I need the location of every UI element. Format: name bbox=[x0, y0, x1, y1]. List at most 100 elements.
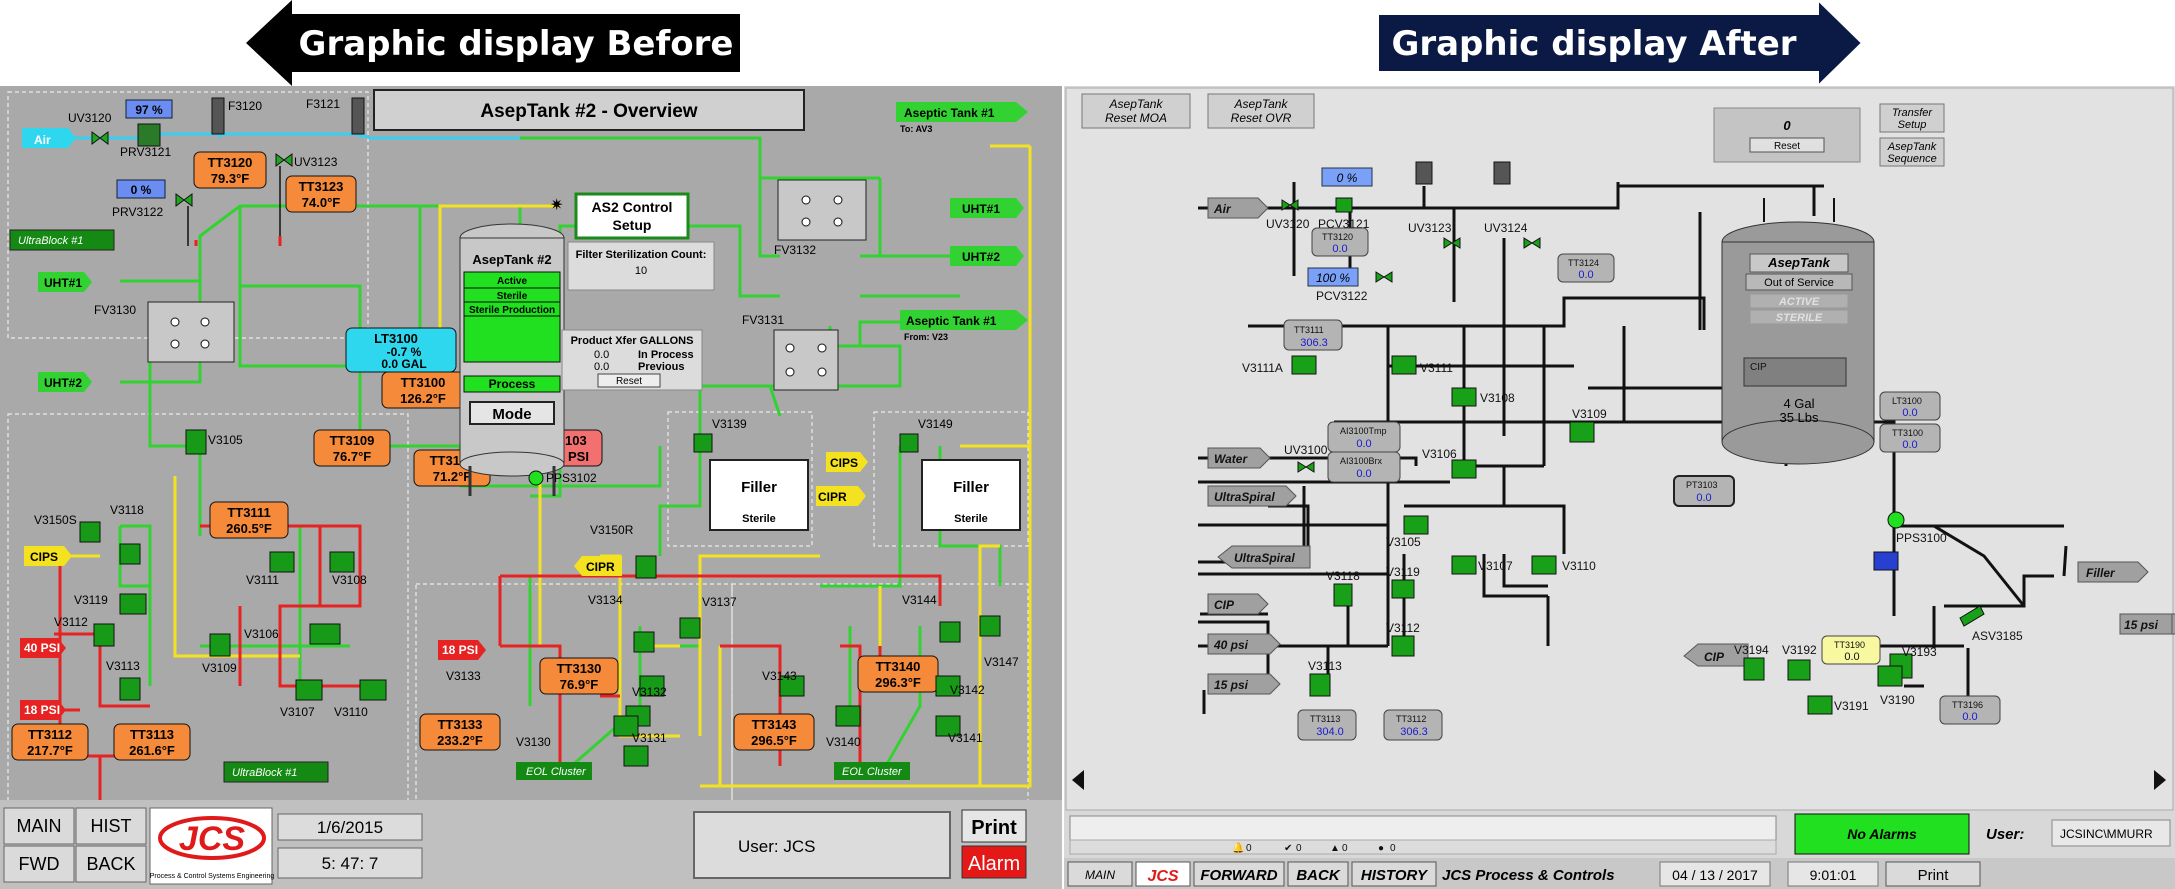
v3137-valve[interactable] bbox=[680, 618, 700, 638]
tt3109-tag: TT3109 bbox=[330, 433, 375, 448]
a-tt3190-tag: TT3190 bbox=[1834, 640, 1865, 650]
f3120-label: F3120 bbox=[228, 99, 262, 113]
v3111-valve[interactable] bbox=[270, 552, 294, 572]
a-ai3100brx-value: 0.0 bbox=[1356, 468, 1371, 480]
v3141-label: V3141 bbox=[948, 731, 983, 745]
v3112-label: V3112 bbox=[54, 615, 88, 629]
uv3120-label: UV3120 bbox=[1266, 217, 1310, 231]
v3139-valve[interactable] bbox=[694, 434, 712, 452]
uht1b-label: UHT#1 bbox=[962, 202, 1000, 216]
pps3100-label: PPS3100 bbox=[1896, 531, 1947, 545]
a-lt3100-tag: LT3100 bbox=[1892, 396, 1922, 406]
fv3132-label: FV3132 bbox=[774, 243, 816, 257]
tt3123-value: 74.0°F bbox=[302, 195, 341, 210]
psi40-label: 40 PSI bbox=[24, 641, 60, 655]
water-label: Water bbox=[1214, 452, 1248, 466]
v3119-label: V3119 bbox=[74, 593, 108, 607]
v3111-label: V3111 bbox=[1420, 361, 1453, 375]
v3131-valve[interactable] bbox=[624, 746, 648, 766]
v3109-valve[interactable] bbox=[1570, 422, 1594, 442]
company-name: JCS Process & Controls bbox=[1442, 867, 1615, 884]
jcs-logo-sub: Process & Control Systems Engineering bbox=[150, 873, 275, 880]
uht1a-label: UHT#1 bbox=[44, 276, 82, 290]
xfer-title: Product Xfer GALLONS bbox=[571, 335, 694, 347]
v3144-valve[interactable] bbox=[940, 622, 960, 642]
v3118-valve[interactable] bbox=[120, 544, 140, 564]
v3190-label: V3190 bbox=[1880, 693, 1915, 707]
percent-0: 0 % bbox=[1337, 171, 1358, 185]
psi40-label: 40 psi bbox=[1213, 638, 1249, 652]
a-tt3190-value: 0.0 bbox=[1844, 651, 1859, 663]
v3150s-valve[interactable] bbox=[80, 522, 100, 542]
alarm-count-4: 0 bbox=[1390, 843, 1396, 854]
percent-100: 100 % bbox=[1316, 271, 1350, 285]
v3107-valve[interactable] bbox=[1452, 556, 1476, 574]
v3118-valve[interactable] bbox=[1334, 584, 1352, 606]
percent-97: 97 % bbox=[135, 103, 163, 117]
reset-moa-line2: Reset MOA bbox=[1105, 111, 1167, 125]
as2-control-line2: Setup bbox=[613, 217, 652, 233]
v3149-label: V3149 bbox=[918, 417, 953, 431]
fv3131-label: FV3131 bbox=[742, 313, 784, 327]
cip-label: CIP bbox=[1214, 598, 1235, 612]
filter-count-value: 10 bbox=[635, 265, 647, 277]
xfer-reset-label: Reset bbox=[616, 376, 642, 387]
pcv3121-valve[interactable] bbox=[1336, 198, 1352, 212]
v3112-valve[interactable] bbox=[94, 624, 114, 646]
v3111a-valve[interactable] bbox=[1292, 356, 1316, 374]
v3105-valve[interactable] bbox=[186, 430, 206, 454]
v3108-valve[interactable] bbox=[1452, 388, 1476, 406]
before-banner: Graphic display Before bbox=[246, 0, 740, 86]
v3105-valve[interactable] bbox=[1404, 516, 1428, 534]
filler-valve[interactable] bbox=[1874, 552, 1898, 570]
tt3140-tag: TT3140 bbox=[876, 659, 921, 674]
v3113-valve[interactable] bbox=[120, 678, 140, 700]
before-panel: AsepTank #2 - Overview Air UV3120 97 % P… bbox=[0, 86, 1062, 889]
v3192-valve[interactable] bbox=[1788, 660, 1810, 680]
v3110-valve[interactable] bbox=[1532, 556, 1556, 574]
v3191-valve[interactable] bbox=[1808, 696, 1832, 714]
after-panel: AsepTank Reset MOA AsepTank Reset OVR Tr… bbox=[1064, 86, 2175, 889]
tt3123-tag: TT3123 bbox=[299, 179, 344, 194]
tank-cip: CIP bbox=[1750, 362, 1767, 373]
v3106-valve[interactable] bbox=[1452, 460, 1476, 478]
v3134-valve[interactable] bbox=[634, 632, 654, 652]
fv3130-valve[interactable] bbox=[148, 302, 234, 362]
tt3133-tag: TT3133 bbox=[438, 717, 483, 732]
v3139-label: V3139 bbox=[712, 417, 747, 431]
before-title: AsepTank #2 - Overview bbox=[480, 101, 697, 122]
flag-icon: ▲ bbox=[1330, 843, 1340, 854]
cips-label: CIPS bbox=[30, 550, 58, 564]
v3144-label: V3144 bbox=[902, 593, 937, 607]
v3149-valve[interactable] bbox=[900, 434, 918, 452]
v3140-valve[interactable] bbox=[836, 706, 860, 726]
v3111-valve[interactable] bbox=[1392, 356, 1416, 374]
v3112-valve[interactable] bbox=[1392, 636, 1414, 656]
fv3131-valve[interactable] bbox=[774, 330, 838, 390]
v3194-valve[interactable] bbox=[1744, 658, 1764, 680]
v3109-valve[interactable] bbox=[210, 634, 230, 656]
v3190-valve[interactable] bbox=[1878, 666, 1902, 686]
v3106-valve[interactable] bbox=[310, 624, 340, 644]
v3147-valve[interactable] bbox=[980, 616, 1000, 636]
fv3132-valve[interactable] bbox=[778, 180, 866, 240]
v3191-label: V3191 bbox=[1834, 699, 1869, 713]
uht2a-label: UHT#2 bbox=[44, 376, 82, 390]
v3131-label: V3131 bbox=[632, 731, 667, 745]
v3106-label: V3106 bbox=[1422, 447, 1457, 461]
v3109-label: V3109 bbox=[202, 661, 237, 675]
v3113-valve[interactable] bbox=[1310, 674, 1330, 696]
asv3185-label: ASV3185 bbox=[1972, 629, 2023, 643]
prv3121-valve[interactable] bbox=[138, 124, 160, 146]
v3193-label: V3193 bbox=[1902, 645, 1937, 659]
v3110-valve[interactable] bbox=[360, 680, 386, 700]
v3108-valve[interactable] bbox=[330, 552, 354, 572]
uv3100-label: UV3100 bbox=[1284, 443, 1328, 457]
tt3120-value: 79.3°F bbox=[211, 171, 250, 186]
v3119-valve[interactable] bbox=[1392, 580, 1414, 598]
tt3113-tag: TT3113 bbox=[130, 727, 174, 742]
alarm-count-2: 0 bbox=[1296, 843, 1302, 854]
v3119-valve[interactable] bbox=[120, 594, 146, 614]
v3150r-valve[interactable] bbox=[636, 556, 656, 578]
v3107-valve[interactable] bbox=[296, 680, 322, 700]
